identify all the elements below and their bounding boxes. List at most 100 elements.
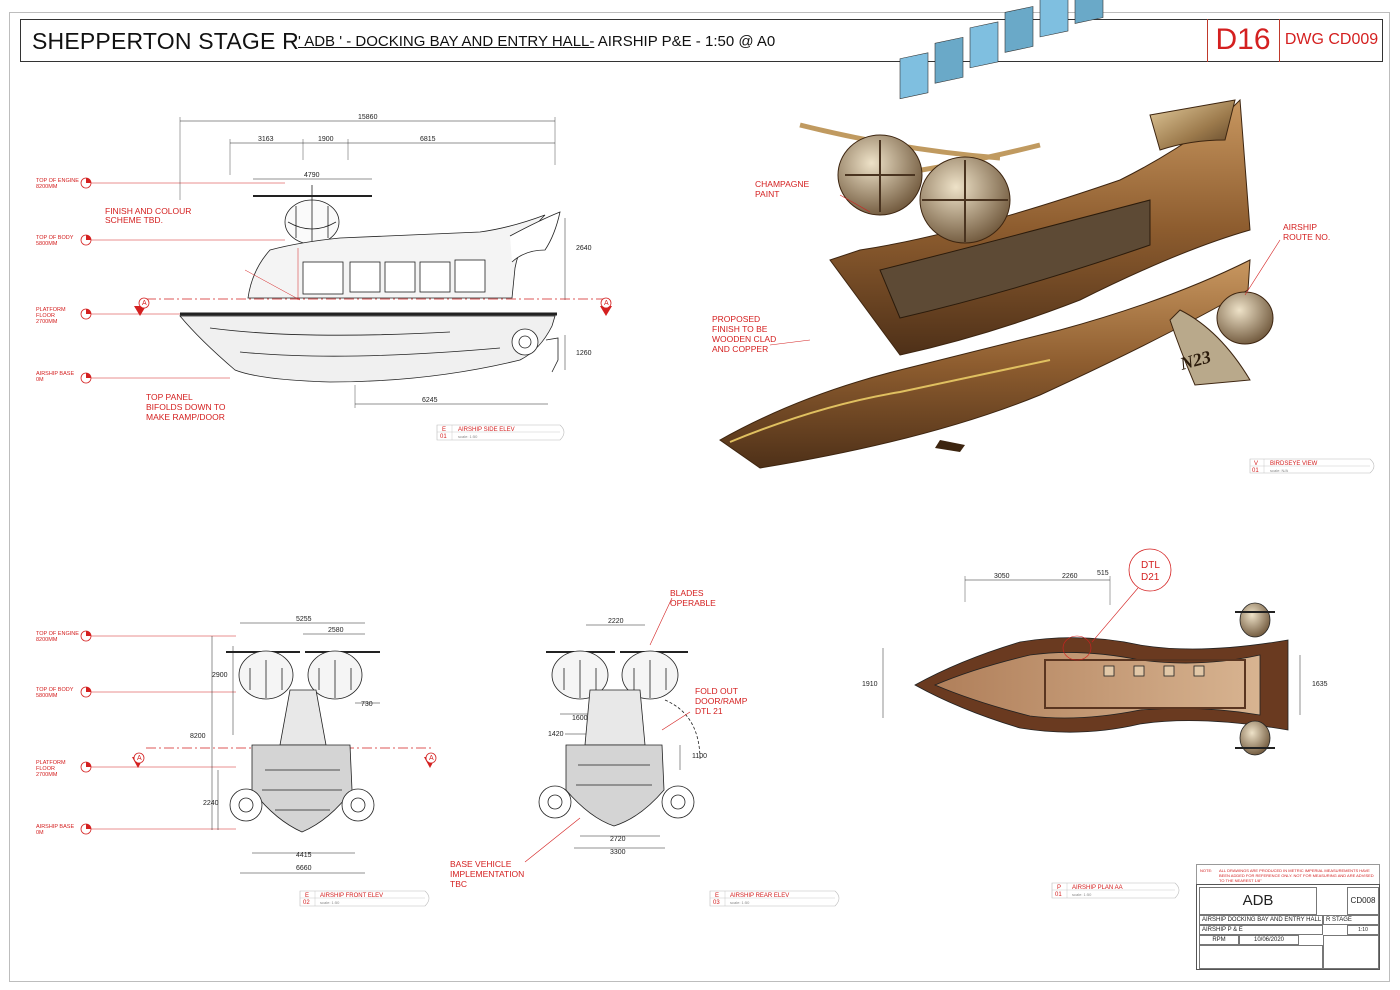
level-marker [80, 308, 180, 320]
dim-label: 1635 [1312, 681, 1328, 688]
note-line: BLADES [670, 588, 704, 598]
tag-letter: E [442, 427, 446, 433]
level-top-body-mm: 5800MM [36, 241, 58, 247]
note-line: DTL 21 [695, 706, 723, 716]
title-block-dwg: CD008 [1347, 887, 1379, 915]
side-elevation [80, 117, 612, 408]
dim-label: 2640 [576, 245, 592, 252]
level-top-body: TOP OF BODY [36, 687, 74, 693]
dim-label: 8200 [190, 733, 206, 740]
level-marker [80, 686, 236, 698]
tag-scale: scale: 1:50 [730, 900, 750, 905]
title-block-project: AIRSHIP DOCKING BAY AND ENTRY HALL [1199, 915, 1323, 925]
note-text: ALL DRAWINGS ARE PRODUCED IN METRIC IMPE… [1219, 868, 1374, 883]
plan-view [882, 548, 1301, 756]
note-line: PROPOSED [712, 314, 760, 324]
note-line: TOP PANEL [146, 392, 193, 402]
note-line: AIRSHIP [1283, 222, 1317, 232]
level-marker [80, 234, 285, 246]
title-block-stage: R STAGE [1323, 915, 1379, 925]
drawing-title-rest: AIRSHIP P&E - 1:50 @ A0 [594, 33, 776, 50]
dim-label: 1600 [572, 715, 588, 722]
tag-number: 02 [303, 900, 310, 906]
section-marker-left [132, 752, 145, 768]
section-marker-right [600, 297, 612, 316]
note-line: BIFOLDS DOWN TO [146, 402, 226, 412]
section-letter: A [429, 755, 434, 762]
project-name: SHEPPERTON STAGE R [32, 28, 299, 54]
level-base: AIRSHIP BASE [36, 371, 74, 377]
title-block: ADB CD008 AIRSHIP DOCKING BAY AND ENTRY … [1196, 884, 1380, 970]
note-line: ROUTE NO. [1283, 232, 1330, 242]
dim-label: 1420 [548, 731, 564, 738]
front-elevation [80, 622, 437, 874]
tag-name: AIRSHIP REAR ELEV [730, 893, 789, 899]
rear-elevation [524, 597, 701, 863]
tag-number: 01 [1252, 468, 1259, 474]
tag-name: BIRDSEYE VIEW [1270, 461, 1318, 467]
section-letter: A [604, 300, 609, 307]
level-floor-mm: 2700MM [36, 319, 58, 325]
tag-letter: V [1254, 461, 1258, 467]
level-base-m: 0M [36, 830, 44, 836]
detail-callout-label: DTL [1141, 560, 1160, 571]
level-top-engine-mm: 8200MM [36, 637, 58, 643]
level-marker [80, 761, 236, 773]
rear-elev-dims: 2220 1600 1420 1100 2720 3300 [548, 618, 707, 856]
drawing-title-underlined: ' ADB ' - DOCKING BAY AND ENTRY HALL- [298, 33, 595, 50]
view-tag-plan: P 01 AIRSHIP PLAN AA scale: 1:50 [1051, 882, 1180, 899]
tag-name: AIRSHIP PLAN AA [1072, 885, 1123, 891]
dim-label: 2900 [212, 672, 228, 679]
level-platform: PLATFORM [36, 307, 66, 313]
dim-label: 6815 [420, 136, 436, 143]
level-marker [80, 630, 236, 642]
dim-label: 1100 [692, 753, 707, 760]
level-top-body-mm: 5800MM [36, 693, 58, 699]
note-line: SCHEME TBD. [105, 215, 163, 225]
dim-label: 2220 [608, 618, 624, 625]
title-block-subject: AIRSHIP P & E [1199, 925, 1323, 935]
dim-label: 2240 [203, 800, 219, 807]
section-marker-left [134, 297, 150, 316]
section-letter: A [137, 755, 142, 762]
dim-label: 3050 [994, 573, 1010, 580]
dim-label: 6245 [422, 397, 438, 404]
level-marker [80, 177, 285, 189]
dim-label: 15860 [358, 114, 378, 121]
tag-scale: scale: N/A [1270, 468, 1289, 473]
tag-scale: scale: 1:50 [1072, 892, 1092, 897]
note-line: TBC [450, 879, 467, 889]
view-tag-rear: E 03 AIRSHIP REAR ELEV scale: 1:50 [709, 890, 840, 907]
level-marker [80, 823, 236, 835]
level-platform: PLATFORM [36, 760, 66, 766]
dim-label: 3300 [610, 849, 626, 856]
tag-number: 01 [440, 434, 447, 440]
section-letters: A A A A [137, 300, 609, 762]
level-floor: FLOOR [36, 766, 55, 772]
note-line: OPERABLE [670, 598, 716, 608]
level-top-engine-mm: 8200MM [36, 184, 58, 190]
note-line: FINISH TO BE [712, 324, 768, 334]
side-elev-notes: FINISH AND COLOUR SCHEME TBD. TOP PANEL … [105, 206, 226, 422]
level-marker [80, 372, 230, 384]
tag-letter: E [305, 893, 309, 899]
level-top-engine: TOP OF ENGINE [36, 631, 79, 637]
level-floor: FLOOR [36, 313, 55, 319]
title-block-date: 10/06/2020 [1239, 935, 1299, 945]
dim-label: 4415 [296, 852, 312, 859]
drawing-sheet-border [9, 12, 1390, 982]
title-block-notes-cell [1199, 945, 1323, 969]
note-label: NOTE: [1200, 868, 1213, 873]
sheet-code: D16 [1207, 19, 1278, 62]
dim-label: 4790 [304, 172, 320, 179]
dim-label: 6660 [296, 865, 312, 872]
dim-label: 2260 [1062, 573, 1078, 580]
level-base: AIRSHIP BASE [36, 824, 74, 830]
view-tag-side: E 01 AIRSHIP SIDE ELEV scale: 1:50 [436, 424, 565, 441]
rear-elev-notes: BLADES OPERABLE FOLD OUT DOOR/RAMP DTL 2… [450, 588, 748, 889]
level-top-engine: TOP OF ENGINE [36, 178, 79, 184]
title-block-drawn-by: RPM [1199, 935, 1239, 945]
tag-scale: scale: 1:50 [320, 900, 340, 905]
company-code: ADB [1199, 887, 1317, 915]
